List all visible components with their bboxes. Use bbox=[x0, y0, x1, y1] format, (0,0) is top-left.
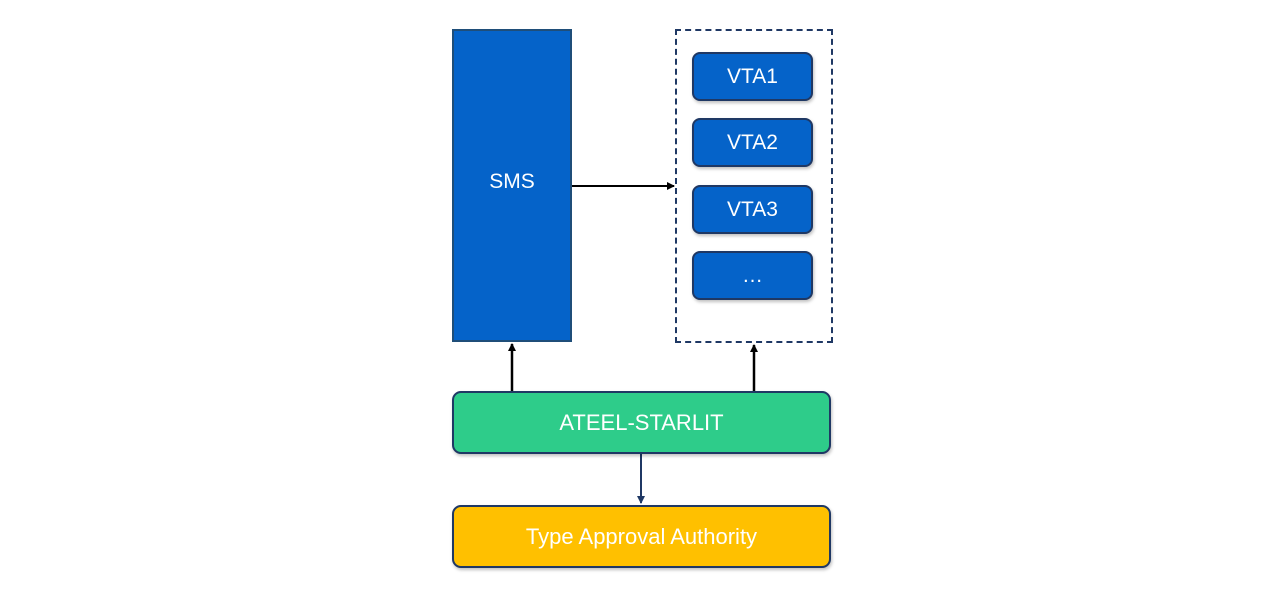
vta-node-more: … bbox=[692, 251, 813, 300]
vta-node-1: VTA1 bbox=[692, 52, 813, 101]
sms-node: SMS bbox=[452, 29, 572, 342]
vta-group bbox=[675, 29, 833, 343]
ateel-starlit-node: ATEEL-STARLIT bbox=[452, 391, 831, 454]
ateel-starlit-label: ATEEL-STARLIT bbox=[559, 409, 724, 435]
vta-node-2: VTA2 bbox=[692, 118, 813, 167]
vta-label-1: VTA1 bbox=[727, 64, 778, 88]
vta-label-more: … bbox=[742, 263, 763, 287]
vta-label-3: VTA3 bbox=[727, 197, 778, 221]
sms-label: SMS bbox=[489, 169, 535, 193]
type-approval-authority-node: Type Approval Authority bbox=[452, 505, 831, 568]
vta-node-3: VTA3 bbox=[692, 185, 813, 234]
vta-label-2: VTA2 bbox=[727, 130, 778, 154]
type-approval-authority-label: Type Approval Authority bbox=[525, 523, 758, 549]
